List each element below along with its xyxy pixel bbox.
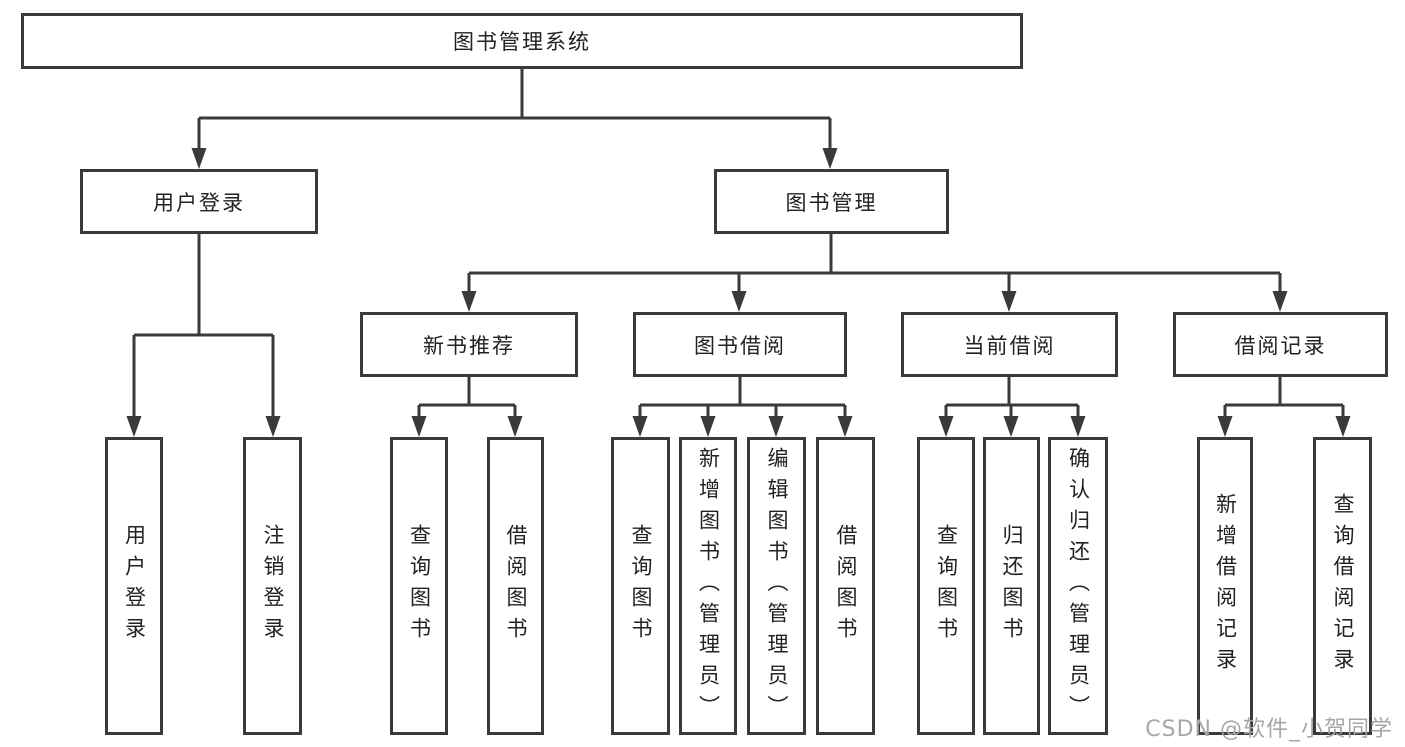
node-user-login-label: 用户登录 [153,190,245,215]
node-book-management: 图书管理 [714,169,949,234]
leaf-query-books-2: 查询图书 [611,437,670,735]
leaf-user-login: 用户登录 [105,437,163,735]
node-book-borrow: 图书借阅 [633,312,847,377]
leaf-query-books-1: 查询图书 [390,437,448,735]
leaf-edit-books-admin: 编辑图书（管理员） [747,437,806,735]
leaf-borrow-books-1: 借阅图书 [487,437,544,735]
node-user-login: 用户登录 [80,169,318,234]
leaf-logout: 注销登录 [243,437,302,735]
node-borrow-records-label: 借阅记录 [1234,333,1327,358]
leaf-confirm-return-admin: 确认归还（管理员） [1048,437,1108,735]
node-root-system-label: 图书管理系统 [453,30,591,54]
node-current-borrow-label: 当前借阅 [963,333,1056,358]
leaf-query-borrow-record: 查询借阅记录 [1313,437,1372,735]
node-borrow-records: 借阅记录 [1173,312,1388,377]
leaf-add-borrow-record: 新增借阅记录 [1197,437,1253,735]
node-root-system: 图书管理系统 [21,13,1023,69]
node-new-book-recommend-label: 新书推荐 [423,333,515,358]
node-current-borrow: 当前借阅 [901,312,1118,377]
leaf-return-books: 归还图书 [983,437,1040,735]
node-book-borrow-label: 图书借阅 [694,333,786,358]
leaf-add-books-admin: 新增图书（管理员） [679,437,737,735]
leaf-borrow-books-2: 借阅图书 [816,437,875,735]
node-book-management-label: 图书管理 [785,190,878,215]
leaf-query-books-3: 查询图书 [917,437,975,735]
node-new-book-recommend: 新书推荐 [360,312,578,377]
watermark-text: CSDN @软件_小贺同学 [1145,717,1393,742]
